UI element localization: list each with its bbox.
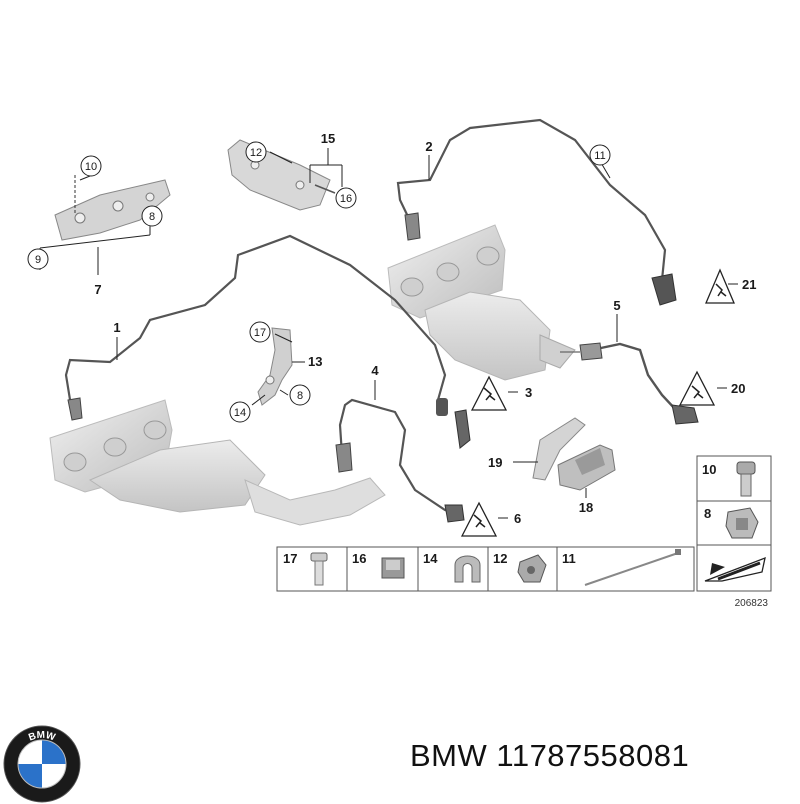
- callout-21: 21: [742, 277, 756, 292]
- callout-19: 19: [488, 455, 502, 470]
- grid-label-11: 11: [562, 551, 576, 566]
- bracket-18: [557, 444, 616, 491]
- clip-12-icon: [517, 554, 547, 583]
- grid-label-8: 8: [704, 506, 711, 521]
- callout-14: 14: [234, 407, 246, 419]
- clip-nut-8-icon: [725, 507, 759, 539]
- callout-3: 3: [525, 385, 532, 400]
- callout-12: 12: [250, 147, 262, 159]
- oxygen-sensor-1: [64, 234, 471, 449]
- callout-5: 5: [613, 298, 620, 313]
- bracket-19: [532, 417, 586, 481]
- brand-name: BMW: [410, 738, 488, 773]
- torque-warning-triangles: [460, 268, 735, 537]
- reference-number: 206823: [735, 598, 769, 609]
- exploded-parts-diagram: 1 2 3 4 5 6 7 13 15 18 19 20 21 10 8 9 1…: [27, 118, 772, 609]
- clamp-14-icon: [454, 555, 481, 583]
- callout-16: 16: [340, 193, 352, 205]
- warning-triangle-icon-6: [460, 501, 498, 537]
- callout-8-mid: 8: [297, 390, 303, 402]
- warning-triangle-icon-20: [678, 370, 716, 406]
- part-number: 11787558081: [496, 738, 690, 773]
- oxygen-sensor-4: [335, 398, 465, 523]
- callout-1: 1: [113, 320, 120, 335]
- callout-8-top: 8: [149, 211, 155, 223]
- bracket-15: [227, 139, 336, 211]
- callout-2: 2: [425, 139, 432, 154]
- callout-11: 11: [594, 150, 605, 162]
- callout-18: 18: [579, 500, 593, 515]
- grid-label-14: 14: [423, 551, 438, 566]
- parts-grid-right: 10 8: [696, 455, 772, 592]
- callouts-circled: 10 8 9 12 16 11 17 14 8: [35, 147, 606, 419]
- grid-label-16: 16: [352, 551, 366, 566]
- bmw-logo: BMW: [3, 725, 81, 803]
- cable-tie-11-icon: [584, 549, 681, 586]
- oxygen-sensor-2: [396, 118, 677, 306]
- callout-6: 6: [514, 511, 521, 526]
- bracket-13: [257, 327, 293, 406]
- grid-label-12: 12: [493, 551, 507, 566]
- callout-10: 10: [85, 161, 97, 173]
- grid-label-10: 10: [702, 462, 716, 477]
- logo-lettering: BMW: [27, 730, 57, 744]
- part-caption: BMW 11787558081: [410, 738, 689, 774]
- warning-triangle-icon-21: [705, 268, 735, 304]
- right-exhaust-manifold: [387, 224, 580, 381]
- bolt-10-icon: [736, 461, 756, 497]
- callout-13: 13: [308, 354, 322, 369]
- callout-17: 17: [254, 327, 266, 339]
- parts-grid-bottom: 17 16 14 12 11: [276, 546, 695, 592]
- callout-7: 7: [94, 282, 101, 297]
- clip-16-icon: [381, 557, 405, 579]
- callout-circles: [27, 141, 611, 423]
- oxygen-sensor-5: [579, 342, 699, 425]
- orientation-arrow-icon: [704, 556, 766, 582]
- grid-label-17: 17: [283, 551, 297, 566]
- warning-triangle-icon-3: [470, 375, 508, 411]
- callout-9: 9: [35, 254, 41, 266]
- left-exhaust-manifold: [49, 399, 386, 526]
- callout-20: 20: [731, 381, 745, 396]
- callout-4: 4: [371, 363, 379, 378]
- callouts-plain: 1 2 3 4 5 6 7 13 15 18 19 20 21: [94, 131, 756, 526]
- bolt-17-icon: [310, 552, 328, 586]
- callout-15: 15: [321, 131, 335, 146]
